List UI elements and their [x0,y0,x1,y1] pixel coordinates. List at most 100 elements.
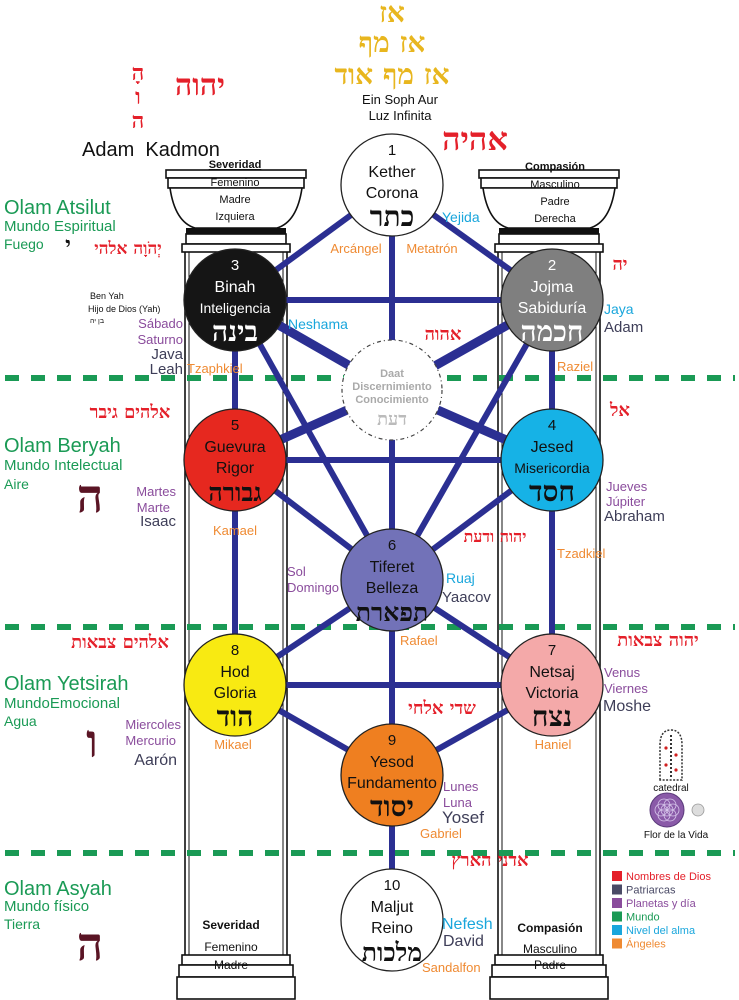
planet-label: Marte [137,500,170,515]
angel-label: Rafael [400,633,438,648]
world-letter: ה [77,469,103,523]
world-letter: ה [77,917,103,971]
planet-label: Lunes [443,779,479,794]
sefira-name: Tiferet [370,559,415,576]
legend-swatch [612,938,622,949]
vertical-letter: ו [135,84,141,110]
adam-kadmon-name: Adam Kadmon [82,139,220,161]
patriarch-label: Adam [604,319,643,336]
angel-label: Sandalfon [422,960,481,975]
angel-label: Kamael [213,523,257,538]
adam-kadmon-hebrew: יהוה [175,68,225,103]
sefira-meaning: Fundamento [347,775,437,792]
pillar-right-line: Padre [540,196,569,208]
path-line [389,298,555,582]
pillar-right-line: Derecha [534,213,576,225]
sefira-circle [183,633,287,737]
god-name-jesed: אל [609,400,630,421]
world-asyah: Olam Asyah Mundo físico Tierra ה [4,878,112,971]
ben-yah-line: Hijo de Dios (Yah) [88,304,160,314]
soul-level-label: Neshama [288,316,348,332]
sefira-number: 8 [231,642,239,659]
world-letter: י [65,232,71,258]
ein-sof-line: אז [379,0,405,29]
pillar-right-title: Compasión [525,161,585,173]
world-beryah: Olam Beryah Mundo Intelectual Aire ה [4,435,122,523]
god-name-daat: אהוה [425,324,462,345]
legend-swatch [612,884,622,895]
sefira-number: 5 [231,417,239,434]
ein-sof-line: אז מף אוד [335,58,450,91]
pillar-left-bottom-title: Severidad [202,918,259,932]
sefira-meaning: Rigor [216,460,255,477]
soul-level-label: Nefesh [442,916,493,933]
pillar-right-bottom-line: Masculino [523,942,577,956]
world-atsilut: Olam Atsilut Mundo Espiritual Fuego י [4,197,116,258]
pillar-left-line: Izquiera [215,211,255,223]
sefira-name: Jojma [531,279,574,296]
sefira-hebrew: נצח [532,700,572,733]
daat-line: Discernimiento [352,381,432,393]
vertical-letter: הָ [132,60,145,86]
god-name-hod: אלהים צבאות [71,632,169,653]
sefira-circle [340,723,444,827]
planet-label: Sábado [138,316,183,331]
planet-label: Sol [287,564,306,579]
god-name-guevura: אלהים גיבר [90,402,171,423]
vertical-letter: ה [132,108,145,134]
sefira-meaning: Sabiduría [518,300,587,317]
patriarch-label: Moshe [603,698,651,715]
sefira-circle [183,408,287,512]
world-element: Fuego [4,236,44,252]
sefira-hebrew: הוד [217,700,254,733]
angel-label: Tzadkiel [557,546,606,561]
patriarch-label: David [443,933,484,950]
ben-yah-line: Ben Yah [90,291,124,301]
legend-label: Nivel del alma [626,925,696,937]
sefira-name: Guevura [204,439,265,456]
world-sub: MundoEmocional [4,695,120,712]
sefira-meaning: Belleza [366,580,419,597]
world-sub: Mundo Espiritual [4,218,116,235]
sefira-hebrew: תפארת [356,598,428,627]
sefira-meaning: Reino [371,920,413,937]
sefira-meaning: Victoria [525,685,578,702]
daat-line: Conocimiento [355,394,429,406]
angel-label: Metatrón [406,241,457,256]
patriarch-label: Yosef [442,808,484,827]
patriarch-label: Yaacov [442,589,491,606]
pillar-left-title: Severidad [209,159,262,171]
legend-label: Patriarcas [626,885,676,897]
path-line [232,298,395,582]
sefira-number: 6 [388,537,396,554]
pillar-right-bottom-title: Compasión [517,921,582,935]
sefira-hebrew: יסוד [370,790,414,823]
planet-label: Luna [443,795,473,810]
patriarch-label: Isaac [140,513,176,530]
sefira-circle [500,633,604,737]
sefira-number: 3 [231,257,239,274]
patriarch-label: Aarón [134,752,177,769]
sefira-hebrew: כתר [370,200,415,233]
sefira-daat: Daat Discernimiento Conocimiento דעת [341,339,443,441]
planet-label: Júpiter [606,494,646,509]
sefira-number: 10 [384,877,401,894]
sefira-number: 4 [548,417,556,434]
pillar-left-bottom-line: Madre [214,958,248,972]
legend-label: Ángeles [626,938,666,951]
legend-swatch [612,898,622,908]
world-name: Olam Asyah [4,878,112,900]
legend-label: Nombres de Dios [626,871,711,883]
planet-label: Mercurio [125,733,176,748]
planet-label: Saturno [137,332,183,347]
pillar-left-bottom-line: Femenino [204,940,258,954]
soul-level-label: Jaya [604,301,634,317]
god-name-jojma: יה [612,254,627,275]
